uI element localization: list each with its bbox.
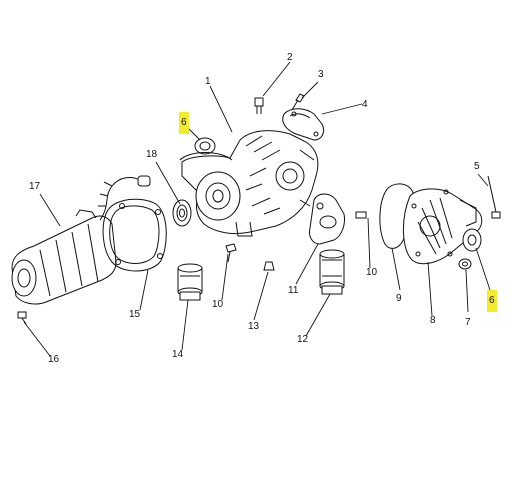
part-18-seal	[173, 200, 191, 226]
part-7-washer	[459, 259, 471, 269]
part-4-cover	[283, 109, 324, 140]
callout-10-left: 10	[212, 299, 224, 310]
part-13-plug	[264, 262, 274, 270]
callout-1: 1	[205, 76, 211, 87]
part-12-bushing	[320, 250, 344, 294]
part-11-bracket	[309, 194, 344, 244]
callout-7: 7	[465, 317, 471, 328]
callout-9: 9	[396, 293, 402, 304]
callout-10-right: 10	[366, 267, 378, 278]
part-9-oring	[380, 184, 414, 249]
part-1-housing	[180, 131, 318, 236]
callout-12: 12	[297, 334, 309, 345]
part-15-gasket	[103, 199, 166, 271]
callout-11: 11	[288, 285, 299, 296]
callout-4: 4	[362, 99, 368, 110]
callout-15: 15	[129, 309, 141, 320]
leader-lines	[24, 62, 490, 356]
part-6-seal-right	[463, 229, 481, 251]
callout-14: 14	[172, 349, 184, 360]
part-16-bolt	[18, 312, 26, 324]
callout-13: 13	[248, 321, 260, 332]
part-10-bolt-right	[356, 212, 366, 218]
callout-6-right: 6	[487, 290, 497, 312]
callout-8: 8	[430, 315, 436, 326]
part-17-motor	[12, 176, 150, 304]
callout-3: 3	[318, 69, 324, 80]
callout-18: 18	[146, 149, 158, 160]
part-8-cover	[403, 189, 481, 264]
part-14-bushing	[178, 264, 202, 300]
callout-16: 16	[48, 354, 60, 365]
part-6-seal-left	[195, 138, 215, 154]
part-5-bolt	[488, 176, 500, 218]
part-3-bolt	[292, 94, 304, 110]
callout-2: 2	[287, 52, 293, 63]
part-2-vent	[255, 98, 263, 114]
callout-6-left: 6	[179, 112, 189, 134]
callout-5: 5	[474, 161, 480, 172]
callout-17: 17	[29, 181, 41, 192]
part-10-bolt-left	[226, 244, 236, 262]
